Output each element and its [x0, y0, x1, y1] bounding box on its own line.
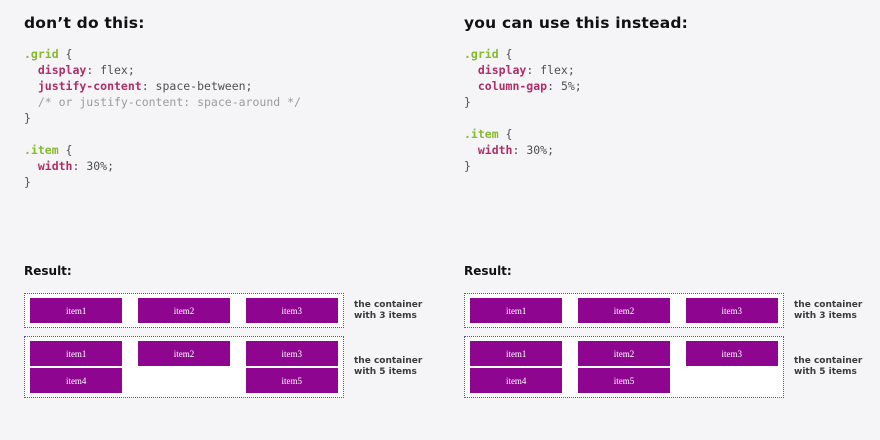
- caption-5-items: the container with 5 items: [354, 356, 422, 378]
- caption-5-items: the container with 5 items: [794, 356, 862, 378]
- code-line: .grid {: [464, 46, 880, 62]
- code-token-value: : flex;: [86, 63, 135, 77]
- code-line: .grid {: [24, 46, 440, 62]
- code-line: /* or justify-content: space-around */: [24, 94, 440, 110]
- code-token-property: width: [464, 143, 513, 157]
- grid-item: item3: [245, 298, 338, 323]
- container-3-items-column-gap: item1 item2 item3: [464, 293, 784, 328]
- grid-item: item1: [30, 341, 123, 366]
- code-token-brace: }: [464, 95, 471, 109]
- code-block-instead: .grid { display: flex; column-gap: 5%; }…: [464, 46, 880, 174]
- code-token-value: : 30%;: [512, 143, 555, 157]
- code-token-comment: /* or justify-content: space-around */: [24, 95, 301, 109]
- grid-item: item2: [137, 341, 231, 366]
- heading-dont: don’t do this:: [24, 14, 145, 32]
- container-5-items-column-gap: item1 item2 item3 item4 item5: [464, 336, 784, 398]
- caption-3-items: the container with 3 items: [794, 300, 862, 322]
- caption-line: the container: [354, 356, 423, 366]
- code-token-brace: }: [24, 111, 31, 125]
- column-dont: don’t do this: .grid { display: flex; ju…: [24, 14, 440, 406]
- code-token-brace: {: [58, 143, 73, 157]
- code-token-value: : 5%;: [547, 79, 582, 93]
- code-line: display: flex;: [464, 62, 880, 78]
- grid-item: item3: [685, 341, 778, 366]
- caption-3-items: the container with 3 items: [354, 300, 422, 322]
- code-token-brace: {: [498, 47, 513, 61]
- result-section-dont: Result: item1 item2 item3 the container …: [24, 264, 422, 406]
- result-section-instead: Result: item1 item2 item3 the container …: [464, 264, 862, 406]
- code-block-dont: .grid { display: flex; justify-content: …: [24, 46, 440, 190]
- code-token-selector: .grid: [464, 47, 499, 61]
- caption-line: the container: [794, 356, 863, 366]
- grid-item: item5: [245, 368, 338, 393]
- code-token-brace: {: [498, 127, 513, 141]
- code-token-value: : 30%;: [72, 159, 115, 173]
- demo-row-3-items: item1 item2 item3 the container with 3 i…: [464, 293, 862, 328]
- code-token-brace: {: [58, 47, 73, 61]
- grid-item: item4: [30, 368, 123, 393]
- grid-item: item2: [577, 341, 671, 366]
- grid-item: item1: [30, 298, 123, 323]
- caption-line: the container: [794, 299, 863, 310]
- grid-item: item4: [470, 368, 563, 393]
- code-token-property: display: [464, 63, 527, 77]
- code-line: }: [24, 174, 440, 190]
- column-instead: you can use this instead: .grid { displa…: [440, 0, 880, 440]
- code-line-blank: [464, 110, 880, 126]
- code-token-brace: }: [464, 159, 471, 173]
- code-token-property: column-gap: [464, 79, 548, 93]
- demo-row-3-items: item1 item2 item3 the container with 3 i…: [24, 293, 422, 328]
- code-token-selector: .item: [464, 127, 499, 141]
- demo-row-5-items: item1 item2 item3 item4 item5 the contai…: [24, 336, 422, 398]
- caption-line: with 5 items: [354, 367, 417, 377]
- code-token-property: display: [24, 63, 87, 77]
- grid-item: item5: [577, 368, 671, 393]
- grid-item: item2: [577, 298, 671, 323]
- code-token-value: : space-between;: [141, 79, 253, 93]
- code-line: width: 30%;: [464, 142, 880, 158]
- code-token-brace: }: [24, 175, 31, 189]
- demo-row-5-items: item1 item2 item3 item4 item5 the contai…: [464, 336, 862, 398]
- code-line: width: 30%;: [24, 158, 440, 174]
- code-line: column-gap: 5%;: [464, 78, 880, 94]
- code-token-selector: .item: [24, 143, 59, 157]
- code-line: }: [464, 158, 880, 174]
- grid-item: item1: [470, 341, 563, 366]
- code-line-blank: [24, 126, 440, 142]
- code-token-value: : flex;: [526, 63, 575, 77]
- container-3-items-space-between: item1 item2 item3: [24, 293, 344, 328]
- code-line: .item {: [24, 142, 440, 158]
- grid-item: item3: [685, 298, 778, 323]
- result-label: Result:: [24, 264, 72, 278]
- caption-line: with 5 items: [794, 367, 857, 377]
- code-token-property: width: [24, 159, 73, 173]
- code-line: }: [464, 94, 880, 110]
- code-line: display: flex;: [24, 62, 440, 78]
- code-token-property: justify-content: [24, 79, 142, 93]
- code-line: justify-content: space-between;: [24, 78, 440, 94]
- result-label: Result:: [464, 264, 512, 278]
- heading-instead: you can use this instead:: [464, 14, 689, 32]
- container-5-items-space-between: item1 item2 item3 item4 item5: [24, 336, 344, 398]
- caption-line: with 3 items: [794, 310, 857, 321]
- code-token-selector: .grid: [24, 47, 59, 61]
- grid-item: item2: [137, 298, 231, 323]
- code-line: .item {: [464, 126, 880, 142]
- caption-line: the container: [354, 299, 423, 310]
- grid-item: item1: [470, 298, 563, 323]
- grid-item: item3: [245, 341, 338, 366]
- code-line: }: [24, 110, 440, 126]
- caption-line: with 3 items: [354, 310, 417, 321]
